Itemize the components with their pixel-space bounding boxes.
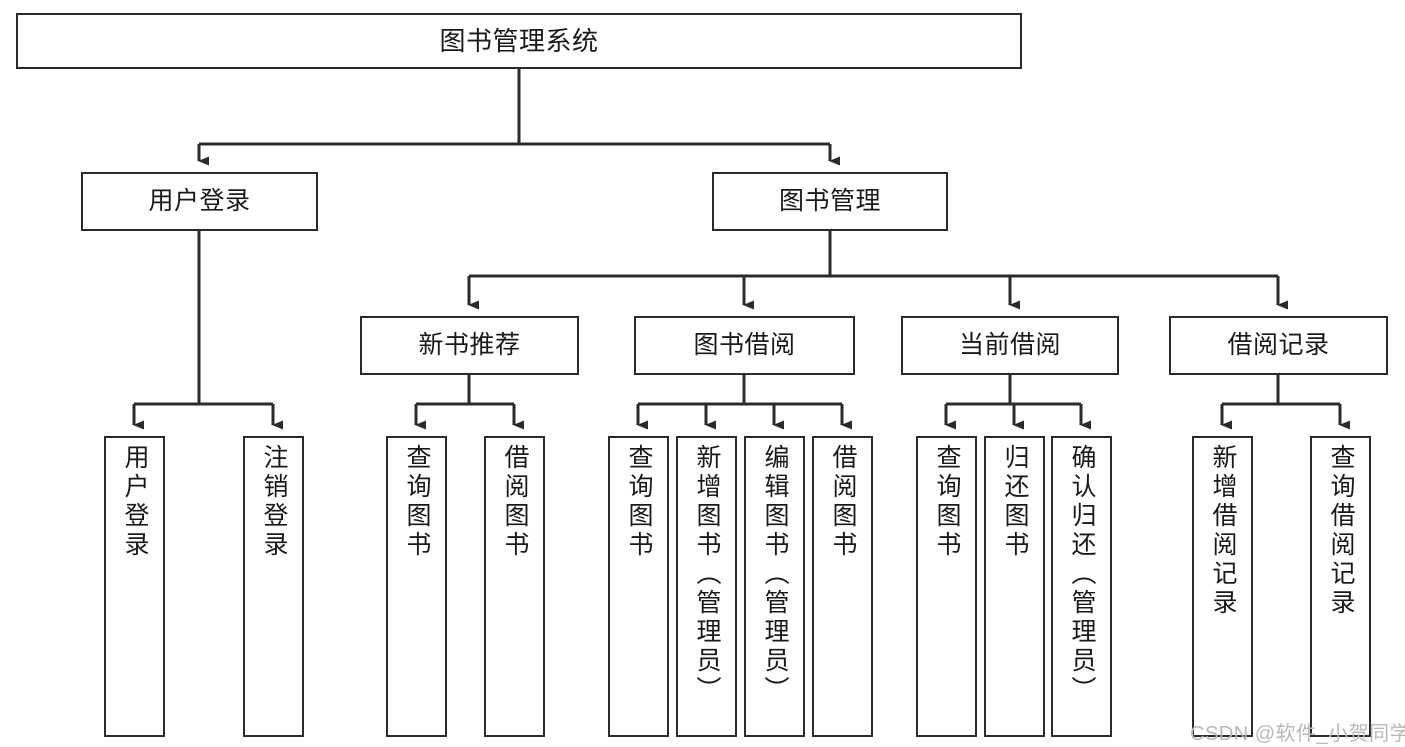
node-leaf-query-books-borrow[interactable]: 查询图书 <box>608 436 669 737</box>
edge-group-borrow-records <box>1220 375 1350 430</box>
node-leaf-query-books-borrow-label: 查询图书 <box>625 444 653 560</box>
node-leaf-add-book-admin[interactable]: 新增图书（管理员） <box>676 436 737 737</box>
node-book-management[interactable]: 图书管理 <box>712 172 948 231</box>
node-leaf-query-books-current[interactable]: 查询图书 <box>916 436 977 737</box>
node-leaf-add-borrow-record-label: 新增借阅记录 <box>1209 444 1237 618</box>
node-user-login[interactable]: 用户登录 <box>81 172 318 231</box>
node-leaf-return-books[interactable]: 归还图书 <box>984 436 1045 737</box>
node-leaf-user-login-label: 用户登录 <box>121 444 149 560</box>
node-leaf-return-books-label: 归还图书 <box>1001 444 1029 560</box>
node-leaf-query-borrow-record-label: 查询借阅记录 <box>1327 444 1355 618</box>
node-current-borrow[interactable]: 当前借阅 <box>901 316 1119 375</box>
node-leaf-confirm-return-admin[interactable]: 确认归还（管理员） <box>1051 436 1112 737</box>
edge-group-book-borrow <box>636 375 852 430</box>
node-root-label: 图书管理系统 <box>439 25 599 56</box>
edge-group-root <box>197 69 840 166</box>
csdn-watermark: CSDN @软件_小贺同学 <box>1190 723 1405 745</box>
node-book-borrow-label: 图书借阅 <box>693 330 796 359</box>
node-leaf-query-books-rec-label: 查询图书 <box>403 444 431 560</box>
node-leaf-user-logout-label: 注销登录 <box>260 444 288 560</box>
node-leaf-query-borrow-record[interactable]: 查询借阅记录 <box>1310 436 1371 737</box>
node-leaf-borrow-books[interactable]: 借阅图书 <box>812 436 873 737</box>
node-borrow-records[interactable]: 借阅记录 <box>1169 316 1388 375</box>
node-leaf-borrow-books-rec-label: 借阅图书 <box>501 444 529 560</box>
node-book-borrow[interactable]: 图书借阅 <box>634 316 855 375</box>
node-leaf-confirm-return-admin-label: 确认归还（管理员） <box>1068 444 1096 705</box>
node-root[interactable]: 图书管理系统 <box>16 13 1022 69</box>
node-book-management-label: 图书管理 <box>778 186 881 215</box>
node-borrow-records-label: 借阅记录 <box>1227 330 1330 359</box>
node-new-book-recommend-label: 新书推荐 <box>418 330 521 359</box>
edge-group-new-book-recommend <box>414 375 524 430</box>
edge-group-book-management <box>467 231 1288 310</box>
node-leaf-edit-book-admin-label: 编辑图书（管理员） <box>761 444 789 705</box>
node-leaf-borrow-books-label: 借阅图书 <box>829 444 857 560</box>
edge-group-current-borrow <box>944 375 1091 430</box>
node-leaf-edit-book-admin[interactable]: 编辑图书（管理员） <box>744 436 805 737</box>
node-leaf-query-books-current-label: 查询图书 <box>933 444 961 560</box>
node-leaf-add-borrow-record[interactable]: 新增借阅记录 <box>1192 436 1253 737</box>
node-new-book-recommend[interactable]: 新书推荐 <box>360 316 579 375</box>
node-leaf-borrow-books-rec[interactable]: 借阅图书 <box>484 436 545 737</box>
node-leaf-query-books-rec[interactable]: 查询图书 <box>386 436 447 737</box>
node-leaf-user-login[interactable]: 用户登录 <box>104 436 165 737</box>
node-current-borrow-label: 当前借阅 <box>958 330 1061 359</box>
node-user-login-label: 用户登录 <box>148 186 251 215</box>
node-leaf-user-logout[interactable]: 注销登录 <box>243 436 304 737</box>
edge-group-user-login <box>132 231 283 430</box>
node-leaf-add-book-admin-label: 新增图书（管理员） <box>693 444 721 705</box>
